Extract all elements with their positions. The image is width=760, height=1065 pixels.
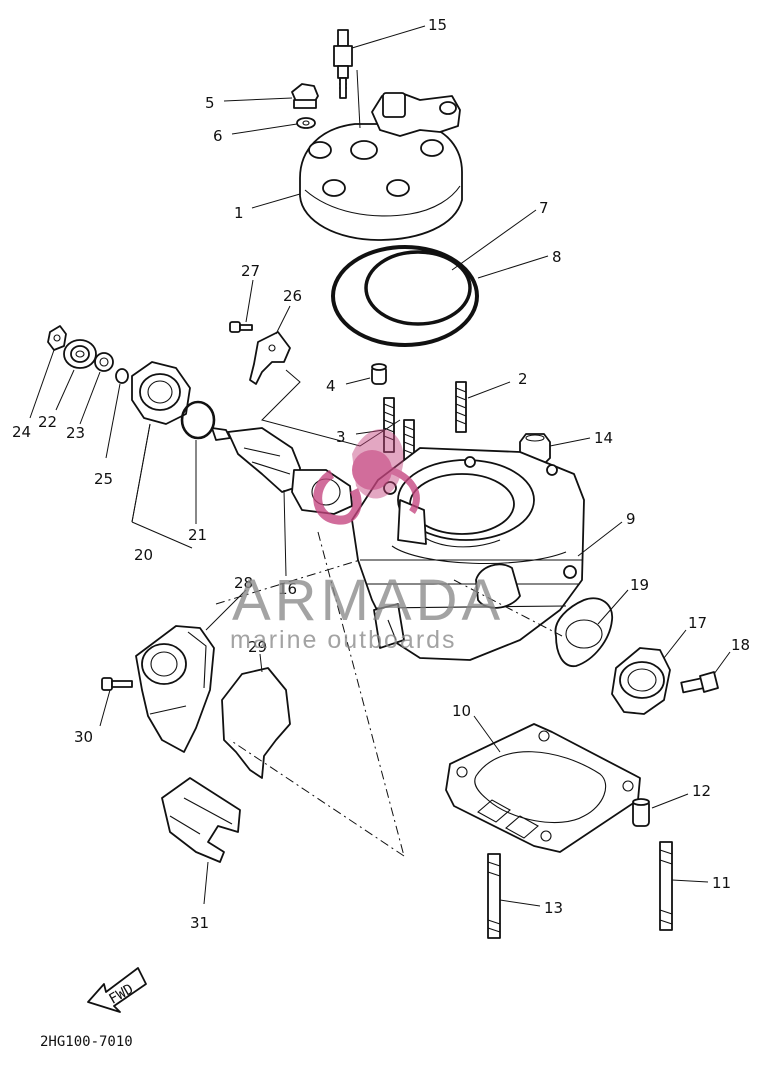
valve-housing (131, 361, 191, 425)
small-o-ring (115, 368, 129, 384)
spark-plug-axis (356, 69, 361, 129)
callout-10: 10 (452, 702, 471, 720)
callout-17: 17 (688, 614, 707, 632)
callout-2: 2 (518, 370, 528, 388)
link-assembly-line (261, 369, 401, 447)
bearing (63, 339, 97, 369)
callout-6: 6 (213, 127, 223, 145)
callout-3: 3 (336, 428, 346, 446)
callout-18: 18 (731, 636, 750, 654)
cylinder-head (299, 92, 463, 241)
callout-15: 15 (428, 16, 447, 34)
exhaust-gasket (554, 597, 613, 667)
dowel-pin (371, 363, 387, 385)
assembly-line-4 (453, 579, 563, 637)
callout-24: 24 (12, 423, 31, 441)
armada-watermark: ARMADA marine outboards (230, 429, 504, 654)
callout-19: 19 (630, 576, 649, 594)
armada-logo-mark (313, 429, 420, 525)
callout-31: 31 (190, 914, 209, 932)
diagram-code: 2HG100-7010 (40, 1034, 133, 1050)
head-washer (296, 117, 316, 129)
valve-plate (47, 325, 67, 351)
callout-1: 1 (234, 204, 244, 222)
callout-12: 12 (692, 782, 711, 800)
base-dowel (632, 798, 650, 827)
callout-20: 20 (134, 546, 153, 564)
cover-bolt (101, 677, 133, 691)
callout-5: 5 (205, 94, 215, 112)
callout-30: 30 (74, 728, 93, 746)
base-gasket (445, 723, 641, 853)
callout-14: 14 (594, 429, 613, 447)
head-washer-hole (302, 120, 310, 126)
callout-7: 7 (539, 199, 549, 217)
callout-22: 22 (38, 413, 57, 431)
power-valve-shaft (211, 427, 353, 515)
forward-arrow: FWD (87, 967, 147, 1013)
link-bolt (229, 321, 253, 333)
cylinder-body (351, 447, 585, 661)
callout-28: 28 (234, 574, 253, 592)
bushing (94, 352, 114, 372)
callout-26: 26 (283, 287, 302, 305)
exhaust-flange (611, 647, 671, 715)
base-stud-13 (487, 853, 501, 939)
callout-13: 13 (544, 899, 563, 917)
assembly-line-1 (317, 531, 405, 857)
callout-8: 8 (552, 248, 562, 266)
callout-25: 25 (94, 470, 113, 488)
valve-cover (135, 625, 215, 753)
callout-23: 23 (66, 424, 85, 442)
head-gasket-outer (331, 245, 479, 347)
callout-27: 27 (241, 262, 260, 280)
mounting-bracket (161, 777, 241, 863)
callout-9: 9 (626, 510, 636, 528)
callout-29: 29 (248, 638, 267, 656)
base-stud-11 (659, 841, 673, 931)
assembly-line-2 (229, 739, 405, 857)
spark-plug (333, 29, 353, 99)
exhaust-bolt (680, 671, 719, 694)
cover-gasket (221, 667, 291, 779)
watermark-tagline: marine outboards (230, 626, 457, 654)
governor-link (249, 331, 291, 385)
stud-bolt-2 (455, 381, 467, 433)
head-gasket-inner (364, 250, 472, 326)
callout-21: 21 (188, 526, 207, 544)
callout-16: 16 (278, 580, 297, 598)
housing-o-ring (180, 400, 216, 440)
stud-bolt-3 (383, 397, 415, 481)
head-nut (291, 83, 319, 109)
callout-4: 4 (326, 377, 336, 395)
watermark-brand: ARMADA (232, 568, 504, 633)
callout-11: 11 (712, 874, 731, 892)
